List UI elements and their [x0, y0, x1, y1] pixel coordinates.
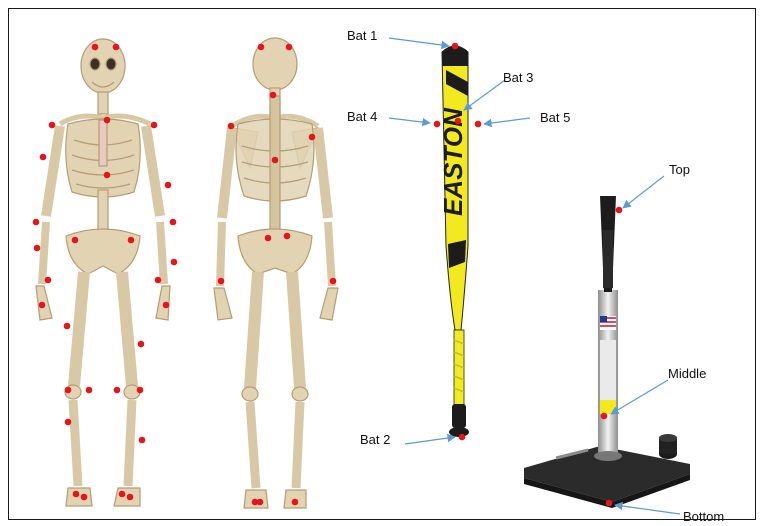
batting-tee: [524, 196, 690, 508]
label-bat-4: Bat 4: [347, 109, 377, 124]
skeleton-back: [214, 38, 338, 508]
label-bat-5: Bat 5: [540, 110, 570, 125]
baseball-bat: EASTON: [438, 46, 469, 437]
label-bat-1: Bat 1: [347, 28, 377, 43]
label-bat-3: Bat 3: [503, 70, 533, 85]
skeleton-front: [36, 39, 170, 506]
bat-brand-text: EASTON: [438, 107, 468, 216]
label-middle: Middle: [668, 366, 706, 381]
label-bottom: Bottom: [683, 509, 724, 524]
label-bat-2: Bat 2: [360, 432, 390, 447]
label-top: Top: [669, 162, 690, 177]
callout-arrows: [389, 38, 680, 514]
